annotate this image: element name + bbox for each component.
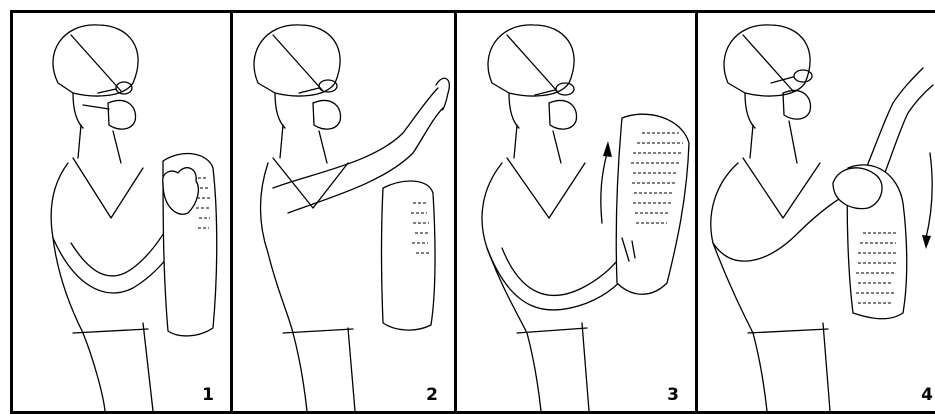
step-panel-4: 4 <box>695 10 935 414</box>
figure-drying-hands-step-3 <box>457 13 695 413</box>
step-panel-3: 3 <box>454 10 695 414</box>
step-number-1: 1 <box>202 385 214 405</box>
step-panel-2: 2 <box>230 10 454 414</box>
step-number-4: 4 <box>921 385 933 405</box>
step-panel-1: 1 <box>10 10 230 414</box>
figure-drying-hands-step-4 <box>698 13 935 413</box>
step-number-3: 3 <box>667 385 679 405</box>
figure-drying-hands-step-1 <box>13 13 230 413</box>
step-number-2: 2 <box>426 385 438 405</box>
figure-drying-hands-step-2 <box>233 13 454 413</box>
